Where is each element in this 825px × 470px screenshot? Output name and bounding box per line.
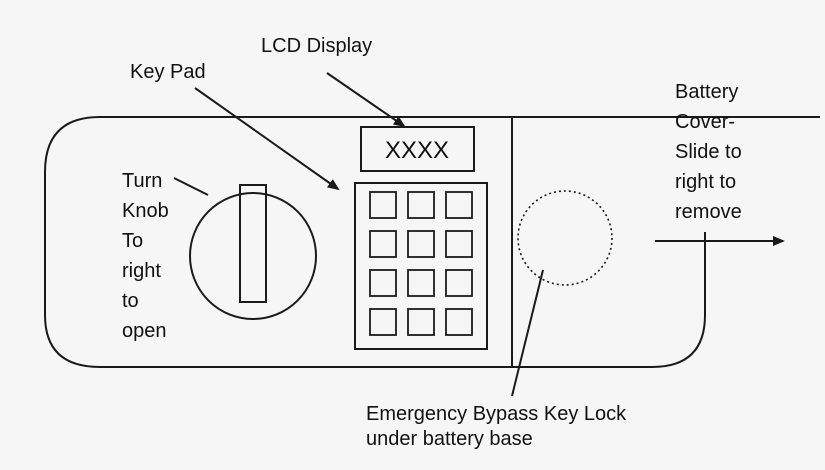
keypad-key <box>407 230 435 258</box>
turn-knob-label-line-3: To <box>122 230 143 252</box>
keypad-key <box>407 191 435 219</box>
battery-cover-label-line-4: right to <box>675 171 736 193</box>
lcd-display-label: LCD Display <box>261 35 372 57</box>
turn-knob-label-line-1: Turn <box>122 170 162 192</box>
bypass-key-lock <box>517 190 613 286</box>
keypad-key <box>369 308 397 336</box>
battery-cover-label-line-1: Battery <box>675 81 738 103</box>
battery-cover-label-line-2: Cover- <box>675 111 735 133</box>
turn-knob-label-line-6: open <box>122 320 167 342</box>
key-pad-label: Key Pad <box>130 61 206 83</box>
turn-knob <box>189 192 317 320</box>
keypad-key <box>445 191 473 219</box>
keypad-key <box>369 191 397 219</box>
keypad-key <box>369 269 397 297</box>
keypad-key <box>407 308 435 336</box>
bypass-lock-label-line-1: Emergency Bypass Key Lock <box>366 403 627 425</box>
keypad-key <box>369 230 397 258</box>
keypad-key <box>445 230 473 258</box>
lcd-pointer-arrow <box>326 72 406 128</box>
lcd-value: XXXX <box>385 137 449 164</box>
lcd-display <box>360 126 475 172</box>
turn-knob-label-line-5: to <box>122 290 139 312</box>
keypad-key <box>445 308 473 336</box>
battery-cover-label-line-5: remove <box>675 201 742 223</box>
turn-knob-label-line-2: Knob <box>122 200 169 222</box>
bypass-pointer-line <box>511 269 544 397</box>
bypass-lock-label-line-2: under battery base <box>366 428 533 450</box>
keypad-key <box>407 269 435 297</box>
keypad-frame <box>354 182 488 350</box>
turn-knob-label-line-4: right <box>122 260 161 282</box>
keypad-pointer-arrow <box>194 87 340 191</box>
battery-cover-label-line-3: Slide to <box>675 141 742 163</box>
keypad-key <box>445 269 473 297</box>
knob-handle <box>239 184 267 303</box>
knob-pointer-line <box>173 177 209 196</box>
keypad-keys <box>369 191 473 336</box>
lock-panel-outline <box>44 116 820 368</box>
